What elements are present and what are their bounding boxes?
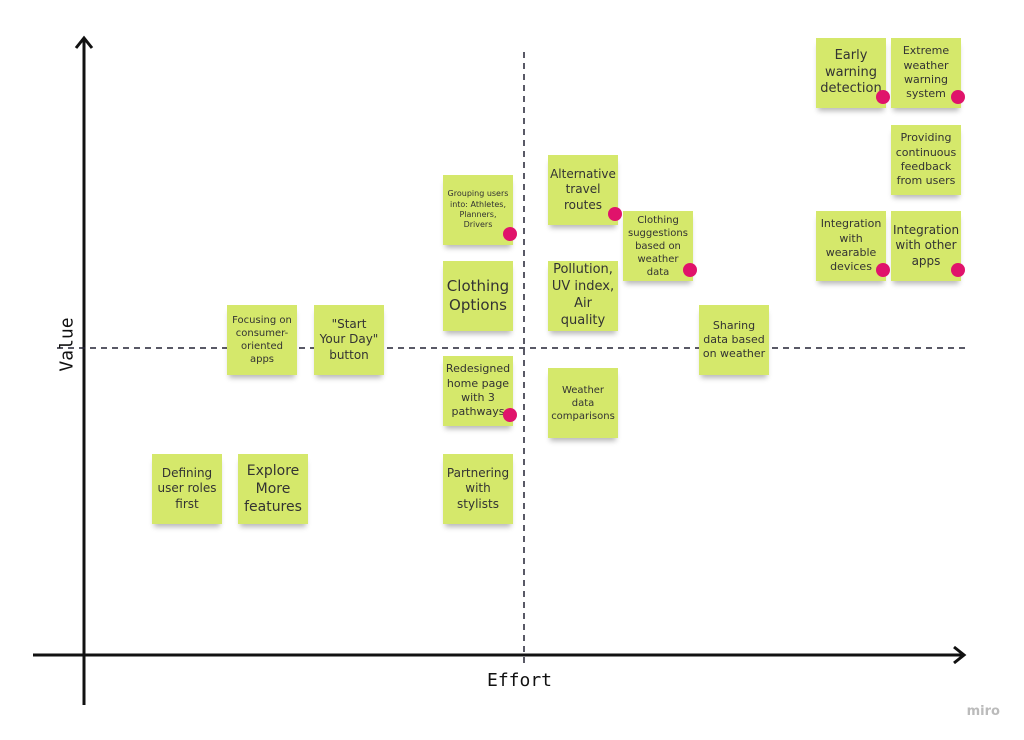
note-text: Pollution, UV index, Air quality [551,262,615,328]
sticky-note[interactable]: Early warning detection [816,38,890,108]
note-text: Alternative travel routes [550,166,616,212]
sticky-note[interactable]: Focusing on consumer-oriented apps [227,305,297,375]
note-text: Focusing on consumer-oriented apps [232,315,292,365]
vote-dot-icon [951,263,965,277]
vote-dot-icon [951,90,965,104]
vote-dot-icon [683,263,697,277]
sticky-note[interactable]: Extreme weather warning system [891,38,965,108]
sticky-note[interactable]: Providing continuous feedback from users [891,125,961,195]
note-text: Clothing suggestions based on weather da… [628,214,688,278]
sticky-note[interactable]: Redesigned home page with 3 pathways [443,356,517,426]
note-text: Providing continuous feedback from users [895,131,957,188]
vote-dot-icon [503,227,517,241]
sticky-note[interactable]: Defining user roles first [152,454,222,524]
vote-dot-icon [503,408,517,422]
x-axis-arrow [953,645,967,665]
sticky-note[interactable]: Weather data comparisons [548,368,618,438]
note-text: Early warning detection [820,47,882,97]
note-text: "Start Your Day" button [319,316,379,362]
sticky-note[interactable]: Sharing data based on weather [699,305,769,375]
y-axis-label: Value [56,317,78,372]
sticky-note[interactable]: Pollution, UV index, Air quality [548,261,618,331]
sticky-note[interactable]: Integration with other apps [891,211,965,281]
note-text: Integration with wearable devices [820,217,882,274]
sticky-note[interactable]: Integration with wearable devices [816,211,890,281]
note-text: Grouping users into: Athletes, Planners,… [447,189,509,230]
sticky-note[interactable]: Explore More features [238,454,308,524]
note-text: Explore More features [244,462,302,516]
sticky-note[interactable]: Clothing Options [443,261,513,331]
sticky-note[interactable]: Grouping users into: Athletes, Planners,… [443,175,517,245]
vote-dot-icon [876,90,890,104]
sticky-note[interactable]: Partnering with stylists [443,454,513,524]
note-text: Sharing data based on weather [702,318,766,361]
sticky-note[interactable]: "Start Your Day" button [314,305,384,375]
note-text: Defining user roles first [157,465,217,511]
sticky-note[interactable]: Clothing suggestions based on weather da… [623,211,697,281]
note-text: Redesigned home page with 3 pathways [445,362,511,419]
note-text: Extreme weather warning system [902,44,950,101]
note-text: Integration with other apps [892,222,960,268]
sticky-note[interactable]: Alternative travel routes [548,155,622,225]
miro-watermark: miro [966,704,1000,719]
note-text: Partnering with stylists [446,465,510,511]
y-axis-arrow [74,35,94,49]
x-axis-label: Effort [487,670,553,691]
vote-dot-icon [608,207,622,221]
note-text: Weather data comparisons [551,384,615,422]
note-text: Clothing Options [446,276,510,315]
vote-dot-icon [876,263,890,277]
